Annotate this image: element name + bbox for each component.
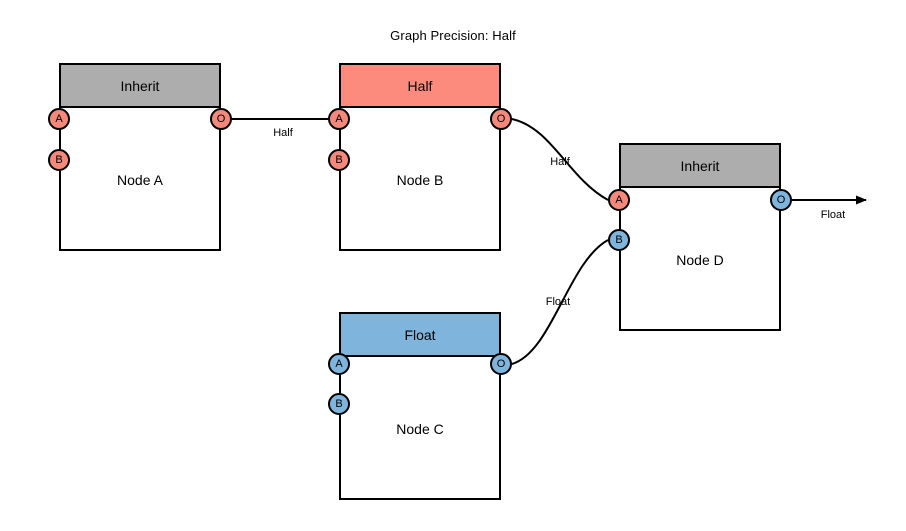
- node-d-port-o[interactable]: O: [770, 189, 792, 211]
- node-c-port-o[interactable]: O: [490, 353, 512, 375]
- node-c-header[interactable]: Float: [341, 314, 499, 357]
- page-title: Graph Precision: Half: [390, 28, 516, 43]
- node-b-port-a[interactable]: A: [328, 108, 350, 130]
- node-c-port-a[interactable]: A: [328, 353, 350, 375]
- node-d-header[interactable]: Inherit: [621, 145, 779, 188]
- node-a-label: Node A: [117, 171, 163, 188]
- node-c-label: Node C: [396, 420, 444, 437]
- edge-a-to-b-label: Half: [273, 127, 293, 139]
- edge-c-to-d-label: Float: [545, 296, 571, 308]
- node-b-port-o[interactable]: O: [490, 108, 512, 130]
- node-a-header[interactable]: Inherit: [61, 65, 219, 108]
- node-b-port-b[interactable]: B: [328, 149, 350, 171]
- node-d-label: Node D: [676, 251, 724, 268]
- edge-d-output-label: Float: [820, 209, 846, 221]
- node-c-port-b[interactable]: B: [328, 393, 350, 415]
- node-d-port-a[interactable]: A: [608, 189, 630, 211]
- node-a-port-o[interactable]: O: [210, 108, 232, 130]
- node-b-label: Node B: [396, 171, 444, 188]
- edge-b-to-d-label: Half: [550, 156, 570, 168]
- node-d-port-b[interactable]: B: [608, 229, 630, 251]
- node-b-header[interactable]: Half: [341, 65, 499, 108]
- node-a-port-b[interactable]: B: [48, 149, 70, 171]
- node-a-port-a[interactable]: A: [48, 108, 70, 130]
